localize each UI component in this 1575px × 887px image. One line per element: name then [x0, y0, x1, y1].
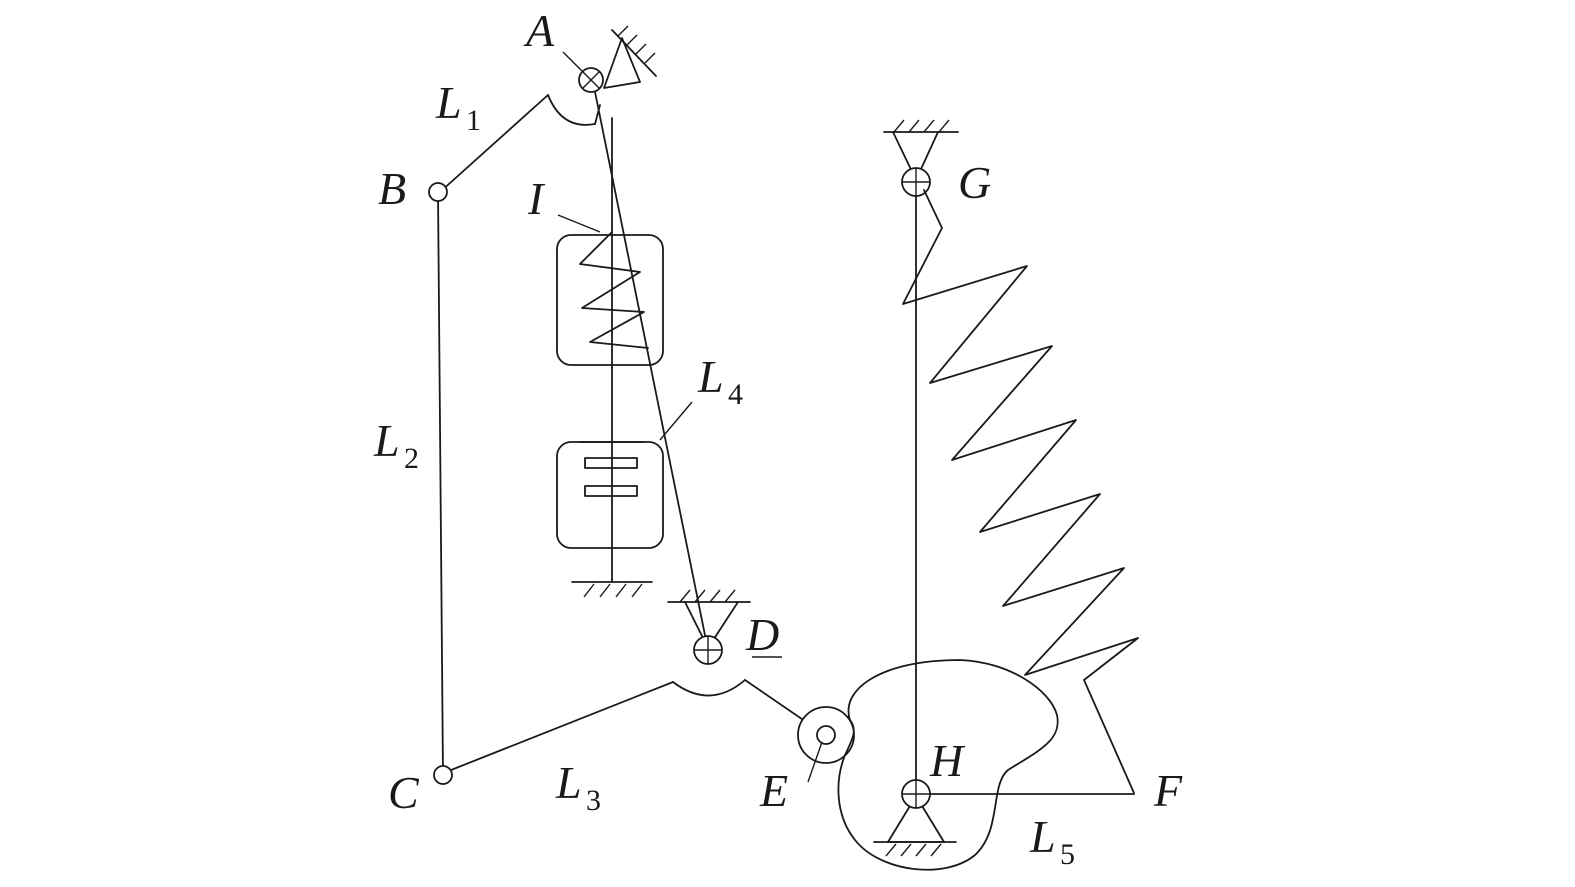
label-point-a: A	[523, 5, 555, 56]
pin-e	[797, 706, 855, 783]
label-point-f: F	[1153, 765, 1183, 816]
label-link-l3: L 3	[555, 757, 601, 817]
label-point-e: E	[759, 765, 788, 816]
pin-c	[433, 765, 453, 785]
cam-plate	[837, 659, 1059, 871]
label-link-l2: L 2	[373, 415, 419, 475]
label-link-l1: L 1	[435, 77, 481, 137]
label-point-g: G	[958, 157, 991, 208]
svg-text:L: L	[435, 77, 462, 128]
pin-d	[693, 635, 723, 665]
ground-support-a	[603, 25, 657, 89]
svg-text:L: L	[555, 757, 582, 808]
svg-text:2: 2	[404, 442, 419, 475]
link-l1	[439, 94, 601, 193]
leader-l4	[659, 401, 693, 441]
link-l4	[592, 81, 709, 651]
svg-text:L: L	[373, 415, 400, 466]
label-point-i: I	[527, 173, 546, 224]
link-l3	[445, 679, 816, 773]
label-point-b: B	[378, 163, 406, 214]
label-link-l4: L 4	[697, 351, 743, 411]
pin-a	[562, 51, 604, 93]
spring-gf	[902, 189, 1139, 794]
spring-damper-unit	[556, 117, 664, 598]
svg-text:4: 4	[728, 378, 743, 411]
label-point-c: C	[388, 767, 420, 818]
ground-support-h	[873, 795, 957, 857]
svg-text:L: L	[1029, 811, 1056, 862]
svg-text:1: 1	[466, 104, 481, 137]
ground-support-d	[667, 589, 751, 649]
pin-b	[428, 182, 448, 202]
label-point-h: H	[929, 735, 966, 786]
link-l2	[437, 191, 444, 776]
svg-text:5: 5	[1060, 838, 1075, 871]
label-link-l5: L 5	[1029, 811, 1075, 871]
svg-text:L: L	[697, 351, 724, 402]
svg-text:3: 3	[586, 784, 601, 817]
pin-g	[901, 167, 931, 197]
pin-h	[901, 779, 931, 809]
label-point-d: D	[745, 609, 779, 660]
